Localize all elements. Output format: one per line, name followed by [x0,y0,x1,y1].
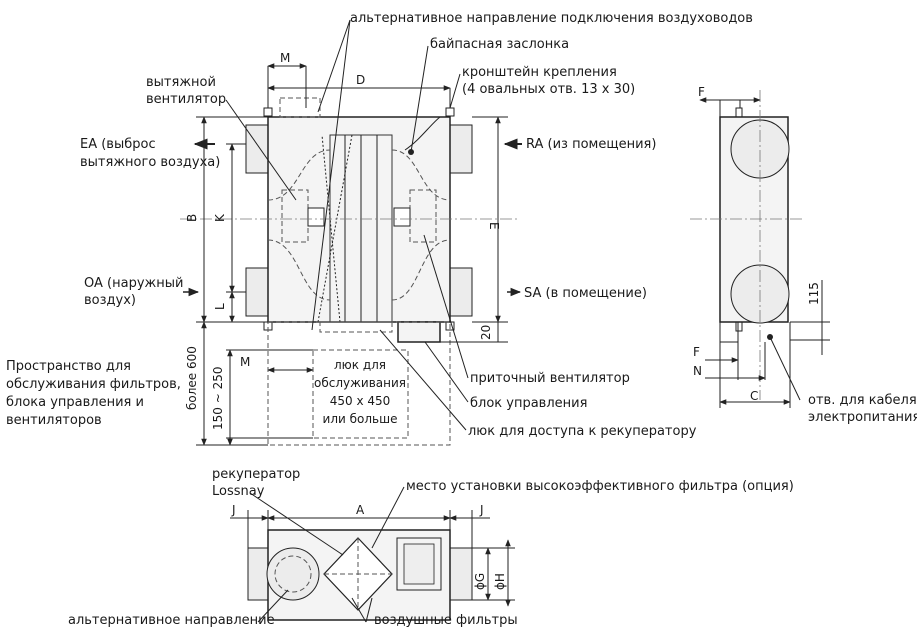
control-unit-box [397,321,441,343]
dim-20: 20 [479,325,493,340]
label-recuperator-1: рекуператор [212,467,300,482]
dim-D: D [356,73,365,87]
duct-oa [245,267,269,317]
dim-J-right: J [479,503,484,517]
label-bracket-1: кронштейн крепления [462,65,617,80]
dim-C: C [750,389,758,403]
label-service-2: обслуживания фильтров, [6,377,181,392]
dim-L: L [213,303,227,310]
exhaust-fan-motor [307,207,325,227]
label-control-unit: блок управления [470,396,587,411]
dim-E: E [487,222,501,230]
dim-more-600: более 600 [185,346,199,410]
label-recuperator-hatch: люк для доступа к рекуператору [468,424,697,439]
dim-A: A [356,503,365,517]
label-hepa-filter: место установки высокоэффективного фильт… [406,479,794,494]
label-recuperator-2: Lossnay [212,484,265,499]
unit-body [267,116,451,323]
service-hatch [312,349,409,439]
dim-M-top: M [280,51,290,65]
dim-range: 150 ~ 250 [211,367,225,431]
front-hepa-slot [396,537,442,591]
label-alt-direction-bottom: альтернативное направление [68,613,275,628]
bracket-br [445,321,455,331]
label-cable-hole-1: отв. для кабеля [808,393,917,408]
label-hatch-3: 450 x 450 [330,394,391,408]
dim-M-bottom: M [240,355,250,369]
label-hatch-4: или больше [323,412,398,426]
label-service-3: блока управления и [6,395,144,410]
side-duct-top [730,119,790,179]
front-duct-right [449,547,473,601]
alt-duct-top [279,97,321,118]
label-oa-2: воздух) [84,293,136,308]
dim-H: ϕH [493,573,507,590]
label-bypass: байпасная заслонка [430,37,569,52]
dim-J-left: J [231,503,236,517]
bracket-tl [263,107,273,117]
label-hatch-1: люк для [334,358,386,372]
label-bracket-2: (4 овальных отв. 13 x 30) [462,82,635,97]
front-view [230,486,515,623]
dim-B: B [185,214,199,222]
label-supply-fan: приточный вентилятор [470,371,630,386]
label-exhaust-fan-2: вентилятор [146,92,226,107]
top-view [180,19,522,446]
label-service-1: Пространство для [6,359,131,374]
dim-N: N [693,364,702,378]
label-ea-2: вытяжного воздуха) [80,155,220,170]
duct-sa [449,267,473,317]
supply-fan-motor [393,207,411,227]
dim-115: 115 [807,282,821,305]
dim-G: ϕG [473,573,487,590]
label-cable-hole-2: электропитания [808,410,917,425]
dim-K: K [213,213,227,222]
bracket-tr [445,107,455,117]
label-sa: SA (в помещение) [524,286,647,301]
duct-ra [449,124,473,174]
service-space [267,321,451,446]
dim-F-bottom: F [693,345,700,359]
label-exhaust-fan-1: вытяжной [146,75,216,90]
label-service-4: вентиляторов [6,413,102,428]
label-oa-1: OA (наружный [84,276,183,291]
duct-ea [245,124,269,174]
label-hatch-2: обслуживания [314,376,406,390]
label-ra: RA (из помещения) [526,137,656,152]
dim-F-top: F [698,85,705,99]
label-air-filters: воздушные фильтры [374,613,518,628]
side-view [690,90,830,408]
label-alt-direction-top: альтернативное направление подключения в… [350,11,753,26]
label-ea-1: EA (выброс [80,137,156,152]
